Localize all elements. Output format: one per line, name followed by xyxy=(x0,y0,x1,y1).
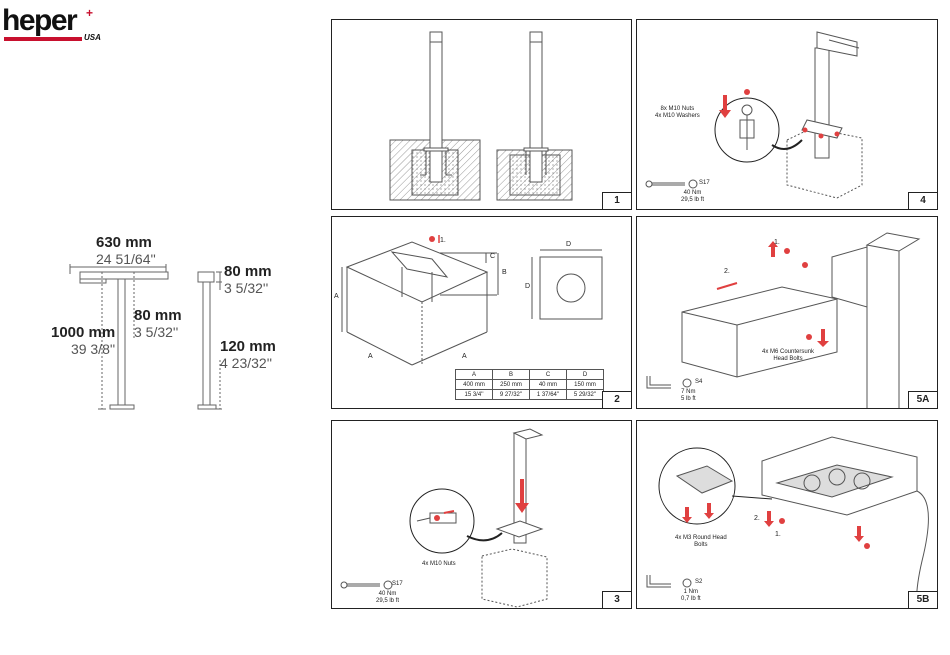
step-3-note: 4x M10 Nuts xyxy=(422,561,456,567)
hex-socket-icon xyxy=(682,578,692,588)
table-header-row: A B C D xyxy=(455,369,604,380)
panel-step-4: 8x M10 Nuts 4x M10 Washers S17 40 Nm 29,… xyxy=(636,19,938,210)
table-row: 400 mm 250 mm 40 mm 150 mm xyxy=(455,379,604,390)
dim-letter-d: D xyxy=(525,283,531,290)
step-1-illustration xyxy=(389,31,573,201)
step-5b-note: 4x M3 Round Head Bolts xyxy=(675,535,727,548)
step-5a-step-2: 2. xyxy=(724,268,730,275)
panel-step-3: 4x M10 Nuts S17 40 Nm 29,5 lb ft 3 xyxy=(331,420,632,609)
step-5b-step-1: 1. xyxy=(775,531,781,538)
brand-logo: heper + USA xyxy=(2,6,112,46)
step-5b-illustration xyxy=(658,436,929,608)
step-5a-illustration xyxy=(681,232,921,408)
dim-letter-a: A xyxy=(462,353,467,360)
step-3-torque: 40 Nm 29,5 lb ft xyxy=(376,591,400,604)
panel-number: 4 xyxy=(908,192,937,209)
dimension-table: A B C D 400 mm 250 mm 40 mm 150 mm 15 3/… xyxy=(455,369,604,400)
step-4-illustration xyxy=(714,31,863,199)
step-2-illustration xyxy=(341,235,603,366)
step-5a-note: 4x M6 Countersunk Head Bolts xyxy=(762,349,815,362)
panel-number: 1 xyxy=(602,192,631,209)
panel-number: 2 xyxy=(602,391,631,408)
dim-width: 630 mm 24 51/64'' xyxy=(96,234,156,267)
dim-letter-d: D xyxy=(566,241,572,248)
panel-number: 5A xyxy=(908,391,937,408)
dim-letter-c: C xyxy=(490,253,496,260)
step-5b-tool-size: S2 xyxy=(695,579,703,585)
allen-key-icon xyxy=(646,575,671,588)
step-4-note: 8x M10 Nuts 4x M10 Washers xyxy=(655,106,700,119)
step-5a-torque: 7 Nm 5 lb ft xyxy=(681,389,696,402)
dim-letter-a: A xyxy=(368,353,373,360)
dim-head: 80 mm 3 5/32'' xyxy=(134,307,182,340)
logo-plus-mark: + xyxy=(86,6,94,20)
product-dimension-drawing xyxy=(69,264,222,410)
panel-step-2: 1. A A A B C D D A B C D 400 mm 250 mm 4… xyxy=(331,216,632,409)
panel-number: 5B xyxy=(908,591,937,608)
dim-letter-a: A xyxy=(334,293,339,300)
step-4-torque: 40 Nm 29,5 lb ft xyxy=(681,190,705,203)
dim-side-base: 120 mm 4 23/32'' xyxy=(220,338,276,371)
step-3-tool-size: S17 xyxy=(392,581,403,587)
step-2-step-label: 1. xyxy=(440,237,446,244)
logo-underline xyxy=(4,37,82,41)
dim-letter-b: B xyxy=(502,269,507,276)
panel-step-1: 1 xyxy=(331,19,632,210)
step-3-illustration xyxy=(409,428,548,608)
step-5a-step-1: 1. xyxy=(774,239,780,246)
panel-step-5b: 1. 2. 4x M3 Round Head Bolts S2 1 Nm 0,7… xyxy=(636,420,938,609)
wrench-icon xyxy=(340,580,393,590)
logo-wordmark: heper xyxy=(2,4,78,37)
wrench-icon xyxy=(645,179,698,189)
hex-socket-icon xyxy=(682,378,692,388)
logo-usa: USA xyxy=(84,33,101,42)
dim-height: 1000 mm 39 3/8'' xyxy=(51,324,116,357)
dim-side-top: 80 mm 3 5/32'' xyxy=(224,263,272,296)
panel-step-5a: 1. 2. 4x M6 Countersunk Head Bolts S4 7 … xyxy=(636,216,938,409)
step-4-tool-size: S17 xyxy=(699,180,710,186)
step-5b-torque: 1 Nm 0,7 lb ft xyxy=(681,589,701,602)
step-5a-tool-size: S4 xyxy=(695,379,703,385)
step-5b-step-2: 2. xyxy=(754,515,760,522)
table-row: 15 3/4'' 9 27/32'' 1 37/64'' 5 29/32'' xyxy=(455,389,604,400)
panel-number: 3 xyxy=(602,591,631,608)
allen-key-icon xyxy=(646,376,671,389)
